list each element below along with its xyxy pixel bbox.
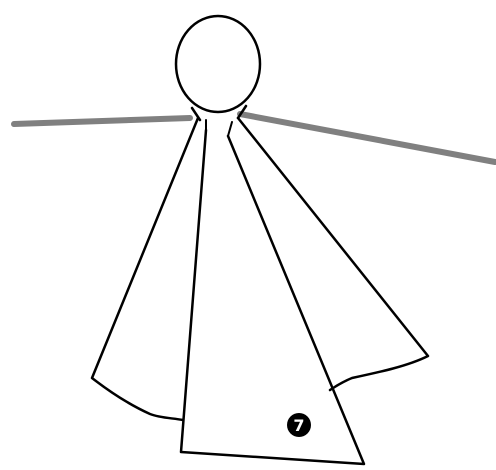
head-outline [176, 16, 260, 112]
step-number: 7 [293, 416, 304, 435]
right-flap-outline [238, 118, 428, 390]
left-flap-outline [92, 118, 198, 420]
step-number-badge: 7 [287, 413, 311, 437]
center-crease [206, 120, 232, 136]
front-panel-outline [181, 130, 364, 464]
